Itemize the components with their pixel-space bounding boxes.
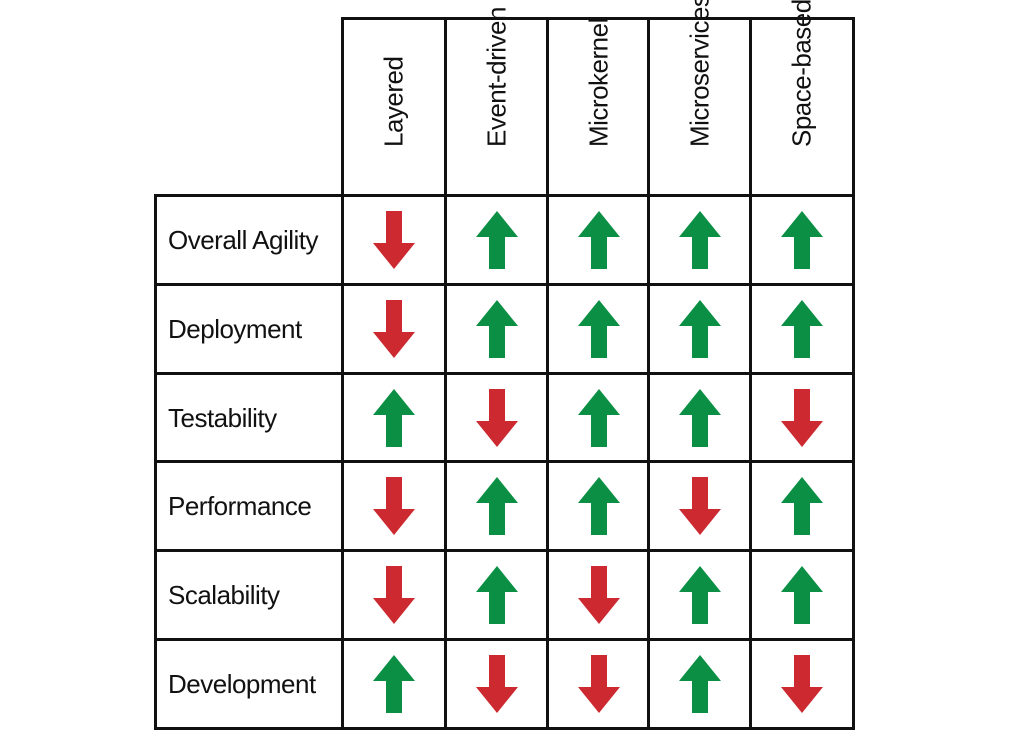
row-header-label: Deployment — [168, 313, 302, 344]
rating-cell-performance-microservices — [647, 460, 753, 552]
rating-cell-development-layered — [341, 638, 447, 730]
column-header-microkernel: Microkernel — [546, 17, 652, 197]
row-header-performance: Performance — [154, 460, 344, 552]
arrow-down-icon — [679, 477, 721, 535]
rating-cell-deployment-layered — [341, 283, 447, 375]
arrow-up-icon — [679, 211, 721, 269]
arrow-down-icon — [373, 477, 415, 535]
column-header-label: Microservices — [684, 0, 715, 147]
arrow-down-icon — [476, 655, 518, 713]
rating-cell-development-microservices — [647, 638, 753, 730]
rating-cell-scalability-microservices — [647, 549, 753, 641]
rating-cell-testability-layered — [341, 372, 447, 464]
row-header-label: Development — [168, 668, 316, 699]
arrow-down-icon — [578, 566, 620, 624]
column-header-label: Event-driven — [481, 7, 512, 147]
rating-cell-testability-microservices — [647, 372, 753, 464]
arrow-up-icon — [476, 211, 518, 269]
arrow-up-icon — [781, 300, 823, 358]
arrow-up-icon — [781, 566, 823, 624]
arrow-down-icon — [781, 389, 823, 447]
arrow-up-icon — [578, 389, 620, 447]
column-header-event-driven: Event-driven — [444, 7, 550, 197]
rating-cell-overall-agility-event-driven — [444, 194, 550, 286]
arrow-up-icon — [578, 211, 620, 269]
arrow-up-icon — [679, 655, 721, 713]
rating-cell-performance-microkernel — [546, 460, 652, 552]
row-header-overall-agility: Overall Agility — [154, 194, 344, 286]
rating-cell-overall-agility-layered — [341, 194, 447, 286]
row-header-deployment: Deployment — [154, 283, 344, 375]
column-header-layered: Layered — [341, 17, 447, 197]
arrow-down-icon — [373, 566, 415, 624]
column-header-microservices: Microservices — [647, 0, 753, 197]
rating-cell-performance-layered — [341, 460, 447, 552]
arrow-up-icon — [679, 566, 721, 624]
rating-cell-overall-agility-space-based — [749, 194, 855, 286]
row-header-scalability: Scalability — [154, 549, 344, 641]
rating-cell-testability-space-based — [749, 372, 855, 464]
row-header-development: Development — [154, 638, 344, 730]
rating-cell-development-event-driven — [444, 638, 550, 730]
arrow-down-icon — [781, 655, 823, 713]
column-header-label: Space-based — [786, 0, 817, 147]
rating-cell-scalability-space-based — [749, 549, 855, 641]
column-header-label: Layered — [378, 56, 409, 147]
arrow-up-icon — [476, 477, 518, 535]
rating-cell-scalability-layered — [341, 549, 447, 641]
rating-cell-testability-microkernel — [546, 372, 652, 464]
rating-cell-overall-agility-microservices — [647, 194, 753, 286]
column-header-label: Microkernel — [583, 18, 614, 147]
rating-cell-scalability-event-driven — [444, 549, 550, 641]
arrow-up-icon — [679, 389, 721, 447]
arrow-up-icon — [578, 477, 620, 535]
rating-cell-deployment-microservices — [647, 283, 753, 375]
row-header-label: Performance — [168, 490, 312, 521]
arrow-down-icon — [373, 300, 415, 358]
rating-cell-performance-space-based — [749, 460, 855, 552]
rating-cell-development-microkernel — [546, 638, 652, 730]
rating-cell-deployment-event-driven — [444, 283, 550, 375]
arrow-down-icon — [476, 389, 518, 447]
arrow-up-icon — [679, 300, 721, 358]
rating-cell-development-space-based — [749, 638, 855, 730]
rating-cell-overall-agility-microkernel — [546, 194, 652, 286]
rating-cell-deployment-space-based — [749, 283, 855, 375]
arrow-up-icon — [781, 477, 823, 535]
column-header-space-based: Space-based — [749, 0, 855, 197]
arrow-up-icon — [578, 300, 620, 358]
rating-cell-testability-event-driven — [444, 372, 550, 464]
arrow-up-icon — [476, 300, 518, 358]
row-header-testability: Testability — [154, 372, 344, 464]
row-header-label: Testability — [168, 402, 277, 433]
row-header-label: Scalability — [168, 579, 280, 610]
row-header-label: Overall Agility — [168, 224, 319, 255]
rating-cell-scalability-microkernel — [546, 549, 652, 641]
rating-cell-deployment-microkernel — [546, 283, 652, 375]
arrow-up-icon — [781, 211, 823, 269]
arrow-up-icon — [373, 655, 415, 713]
arrow-down-icon — [373, 211, 415, 269]
rating-cell-performance-event-driven — [444, 460, 550, 552]
arrow-up-icon — [373, 389, 415, 447]
arrow-down-icon — [578, 655, 620, 713]
arrow-up-icon — [476, 566, 518, 624]
